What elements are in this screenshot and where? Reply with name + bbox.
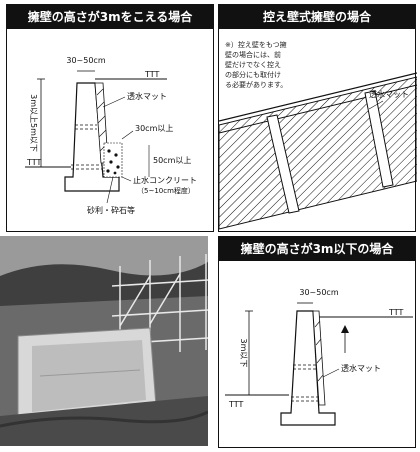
label-drain-mat: 透水マット <box>127 91 167 101</box>
diagram-over-3m: TTT TTT 3m以上5m以下 30~50cm 透水マット 30cm以上 50… <box>25 56 197 215</box>
label-gravel: 砂利・砕石等 <box>87 205 135 215</box>
panel-over-3m: 擁壁の高さが3mをこえる場合 TTT TTT <box>6 4 214 232</box>
svg-text:TTT: TTT <box>144 70 159 79</box>
note-line-5: る必要があります。 <box>225 80 287 89</box>
label-top-width: 30~50cm <box>66 56 105 65</box>
note-line-2: 壁の場合には、前 <box>225 50 281 59</box>
svg-text:TTT: TTT <box>26 158 41 167</box>
diagram-counterfort: ※）控え壁をもつ擁 壁の場合には、前 壁だけでなく控え の部分にも取付け る必要… <box>219 40 417 230</box>
note-line-4: の部分にも取付け <box>225 70 281 79</box>
label-top-width-under: 30~50cm <box>299 288 338 297</box>
svg-text:TTT: TTT <box>228 400 243 409</box>
label-waterstop: 止水コンクリート <box>133 175 197 185</box>
panel-title-counterfort: 控え壁式擁壁の場合 <box>219 5 415 29</box>
panel-title-under-3m: 擁壁の高さが3m以下の場合 <box>219 237 415 261</box>
photo-illustration <box>0 236 208 446</box>
note-line-1: ※）控え壁をもつ擁 <box>225 40 287 49</box>
label-gravel-zone: 30cm以上 <box>135 124 173 133</box>
panel-under-3m: 擁壁の高さが3m以下の場合 TTT TTT 3m以下 <box>218 236 416 448</box>
label-height-under: 3m以下 <box>239 339 248 368</box>
label-drain-mat-under: 透水マット <box>341 363 381 373</box>
label-height-range: 3m以上5m以下 <box>29 94 38 152</box>
panel-counterfort: 控え壁式擁壁の場合 ※）控え壁をもつ擁 壁の場合には、前 壁だけでなく控え の部… <box>218 4 417 232</box>
svg-text:TTT: TTT <box>388 308 403 317</box>
photo-construction-site <box>0 236 208 446</box>
label-drain-mat-counterfort: 透水マット <box>369 89 409 99</box>
diagram-under-3m: TTT TTT 3m以下 30~50cm 透水マット <box>225 288 413 426</box>
note-line-3: 壁だけでなく控え <box>225 60 281 69</box>
label-base-dim: 50cm以上 <box>153 156 191 165</box>
panel-title-over-3m: 擁壁の高さが3mをこえる場合 <box>7 5 213 29</box>
label-waterstop-note: （5~10cm程度） <box>137 186 195 195</box>
